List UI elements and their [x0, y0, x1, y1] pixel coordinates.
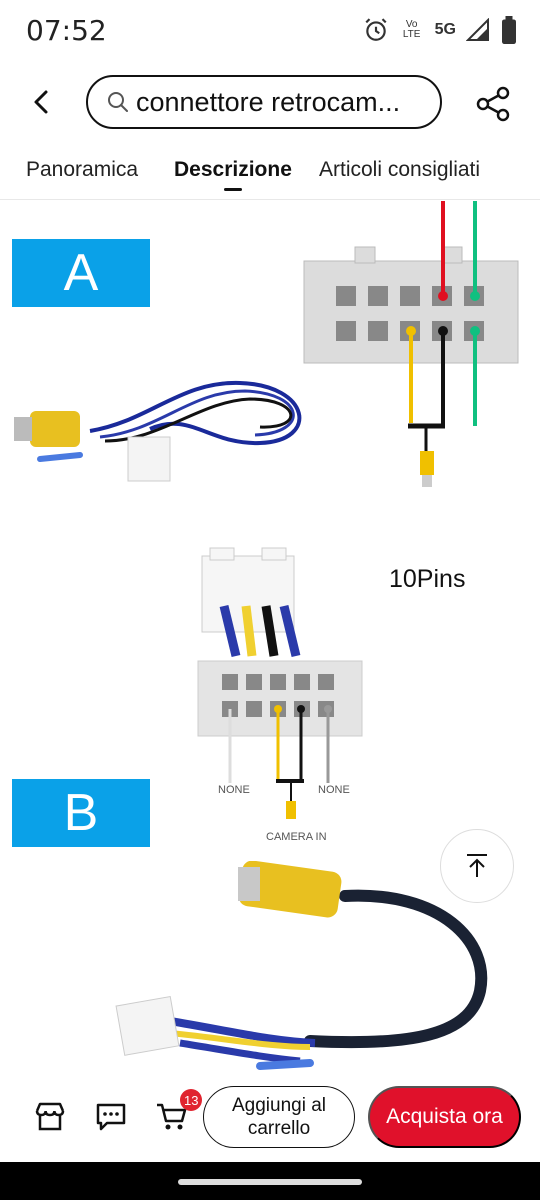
- search-input[interactable]: connettore retrocam...: [86, 75, 442, 129]
- add-to-cart-button[interactable]: Aggiungi al carrello: [203, 1086, 355, 1148]
- volte-icon: Vo LTE: [402, 19, 421, 40]
- network-type: 5G: [434, 21, 456, 38]
- label-camera-in: CAMERA IN: [266, 831, 327, 843]
- cart-count-badge: 13: [180, 1089, 203, 1111]
- signal-icon: [466, 18, 489, 41]
- pins-label: 10Pins: [389, 565, 466, 593]
- system-nav-bar: [0, 1162, 540, 1200]
- badge-a: A: [12, 239, 150, 307]
- top-bar: connettore retrocam...: [0, 64, 540, 142]
- chat-icon: [96, 1103, 126, 1131]
- search-icon: [108, 92, 128, 112]
- cable-photo-a: [14, 380, 302, 482]
- chevron-left-icon: [34, 90, 48, 114]
- chat-button[interactable]: [93, 1099, 129, 1135]
- scroll-to-top-button[interactable]: [440, 829, 514, 903]
- arrow-up-icon: [467, 854, 487, 877]
- connector-diagram-10pins: [197, 547, 363, 819]
- cable-photo-b: [115, 861, 488, 1070]
- label-none-left: NONE: [218, 784, 250, 796]
- label-none-right: NONE: [318, 784, 350, 796]
- alarm-icon: [365, 18, 387, 41]
- share-icon: [476, 86, 510, 122]
- tab-articoli-consigliati[interactable]: Articoli consigliati: [319, 158, 481, 181]
- battery-icon: [502, 16, 516, 44]
- badge-b: B: [12, 779, 150, 847]
- buy-now-button[interactable]: Acquista ora: [368, 1086, 521, 1148]
- tab-indicator: [224, 188, 242, 191]
- tab-bar: Panoramica Descrizione Articoli consigli…: [0, 142, 540, 200]
- share-button[interactable]: [474, 84, 514, 124]
- cart-button[interactable]: [154, 1099, 190, 1135]
- status-bar: 07:52 Vo LTE 5G: [0, 0, 540, 64]
- tab-panoramica[interactable]: Panoramica: [26, 158, 139, 181]
- status-icons: Vo LTE 5G: [363, 16, 518, 44]
- connector-diagram-a: [303, 201, 519, 487]
- description-image: A: [0, 201, 540, 1085]
- store-button[interactable]: [32, 1099, 68, 1135]
- bottom-action-bar: 13 Aggiungi al carrello Acquista ora: [0, 1085, 540, 1162]
- tab-descrizione[interactable]: Descrizione: [174, 158, 292, 181]
- search-query: connettore retrocam...: [136, 86, 401, 117]
- home-gesture-handle[interactable]: [178, 1179, 362, 1185]
- back-button[interactable]: [24, 84, 60, 120]
- store-icon: [35, 1102, 65, 1131]
- cart-icon: [157, 1103, 187, 1130]
- status-time: 07:52: [26, 14, 107, 47]
